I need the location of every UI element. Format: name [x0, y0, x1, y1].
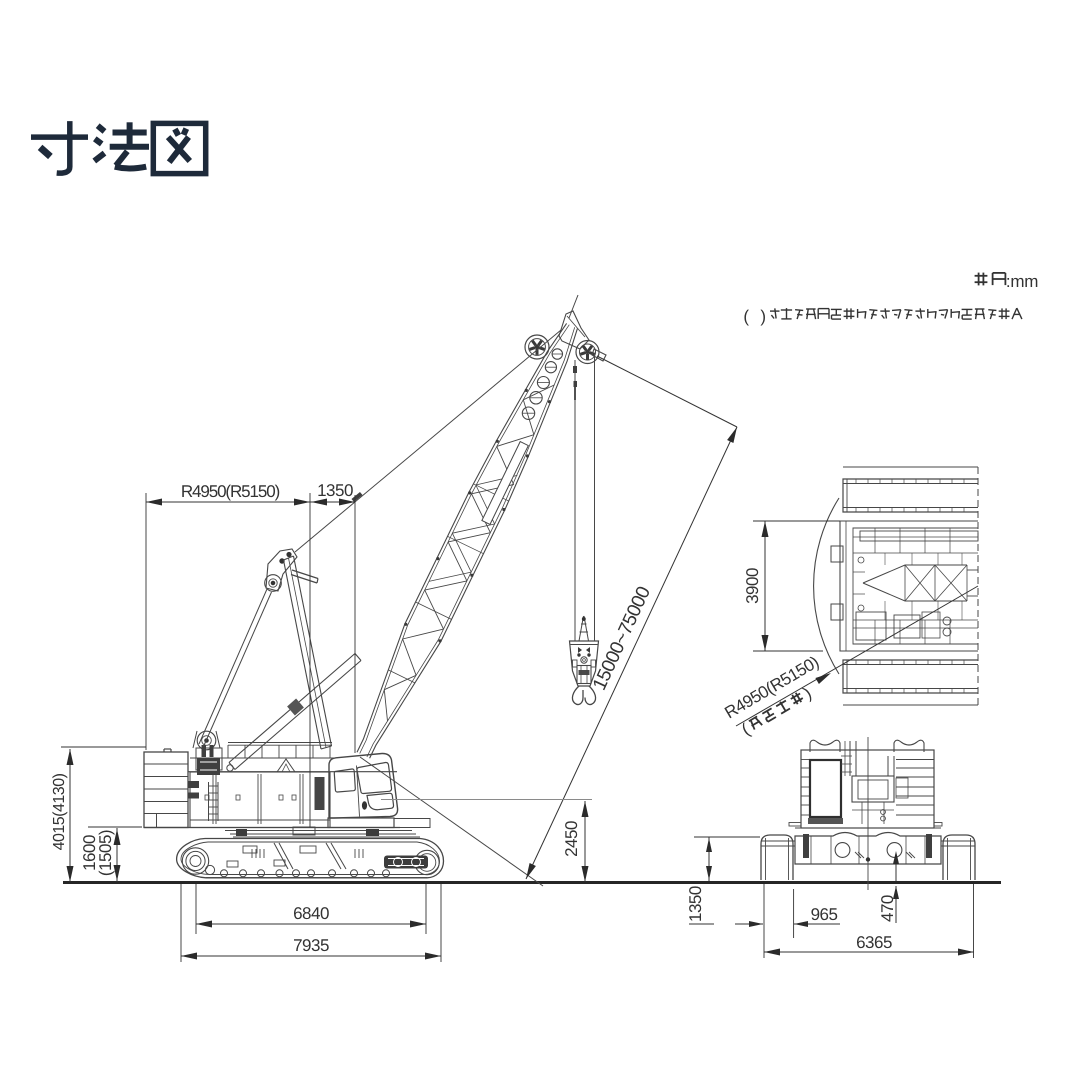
svg-text:2450: 2450: [562, 821, 581, 857]
svg-text:4015(4130): 4015(4130): [51, 773, 68, 850]
svg-text:6365: 6365: [856, 933, 892, 952]
svg-text:3900: 3900: [743, 568, 762, 604]
svg-text:965: 965: [811, 905, 838, 924]
svg-text:(: (: [743, 307, 749, 326]
svg-text:470: 470: [878, 895, 897, 922]
svg-text:): ): [760, 307, 765, 326]
svg-text::mm: :mm: [1006, 272, 1038, 291]
svg-text:1600: 1600: [80, 835, 99, 871]
svg-text:R4950(R5150): R4950(R5150): [181, 482, 280, 501]
svg-text:1350: 1350: [686, 886, 705, 922]
svg-text:7935: 7935: [293, 936, 329, 955]
svg-text:1350: 1350: [317, 481, 353, 500]
svg-text:6840: 6840: [293, 904, 329, 923]
svg-text:(1505): (1505): [96, 830, 115, 876]
